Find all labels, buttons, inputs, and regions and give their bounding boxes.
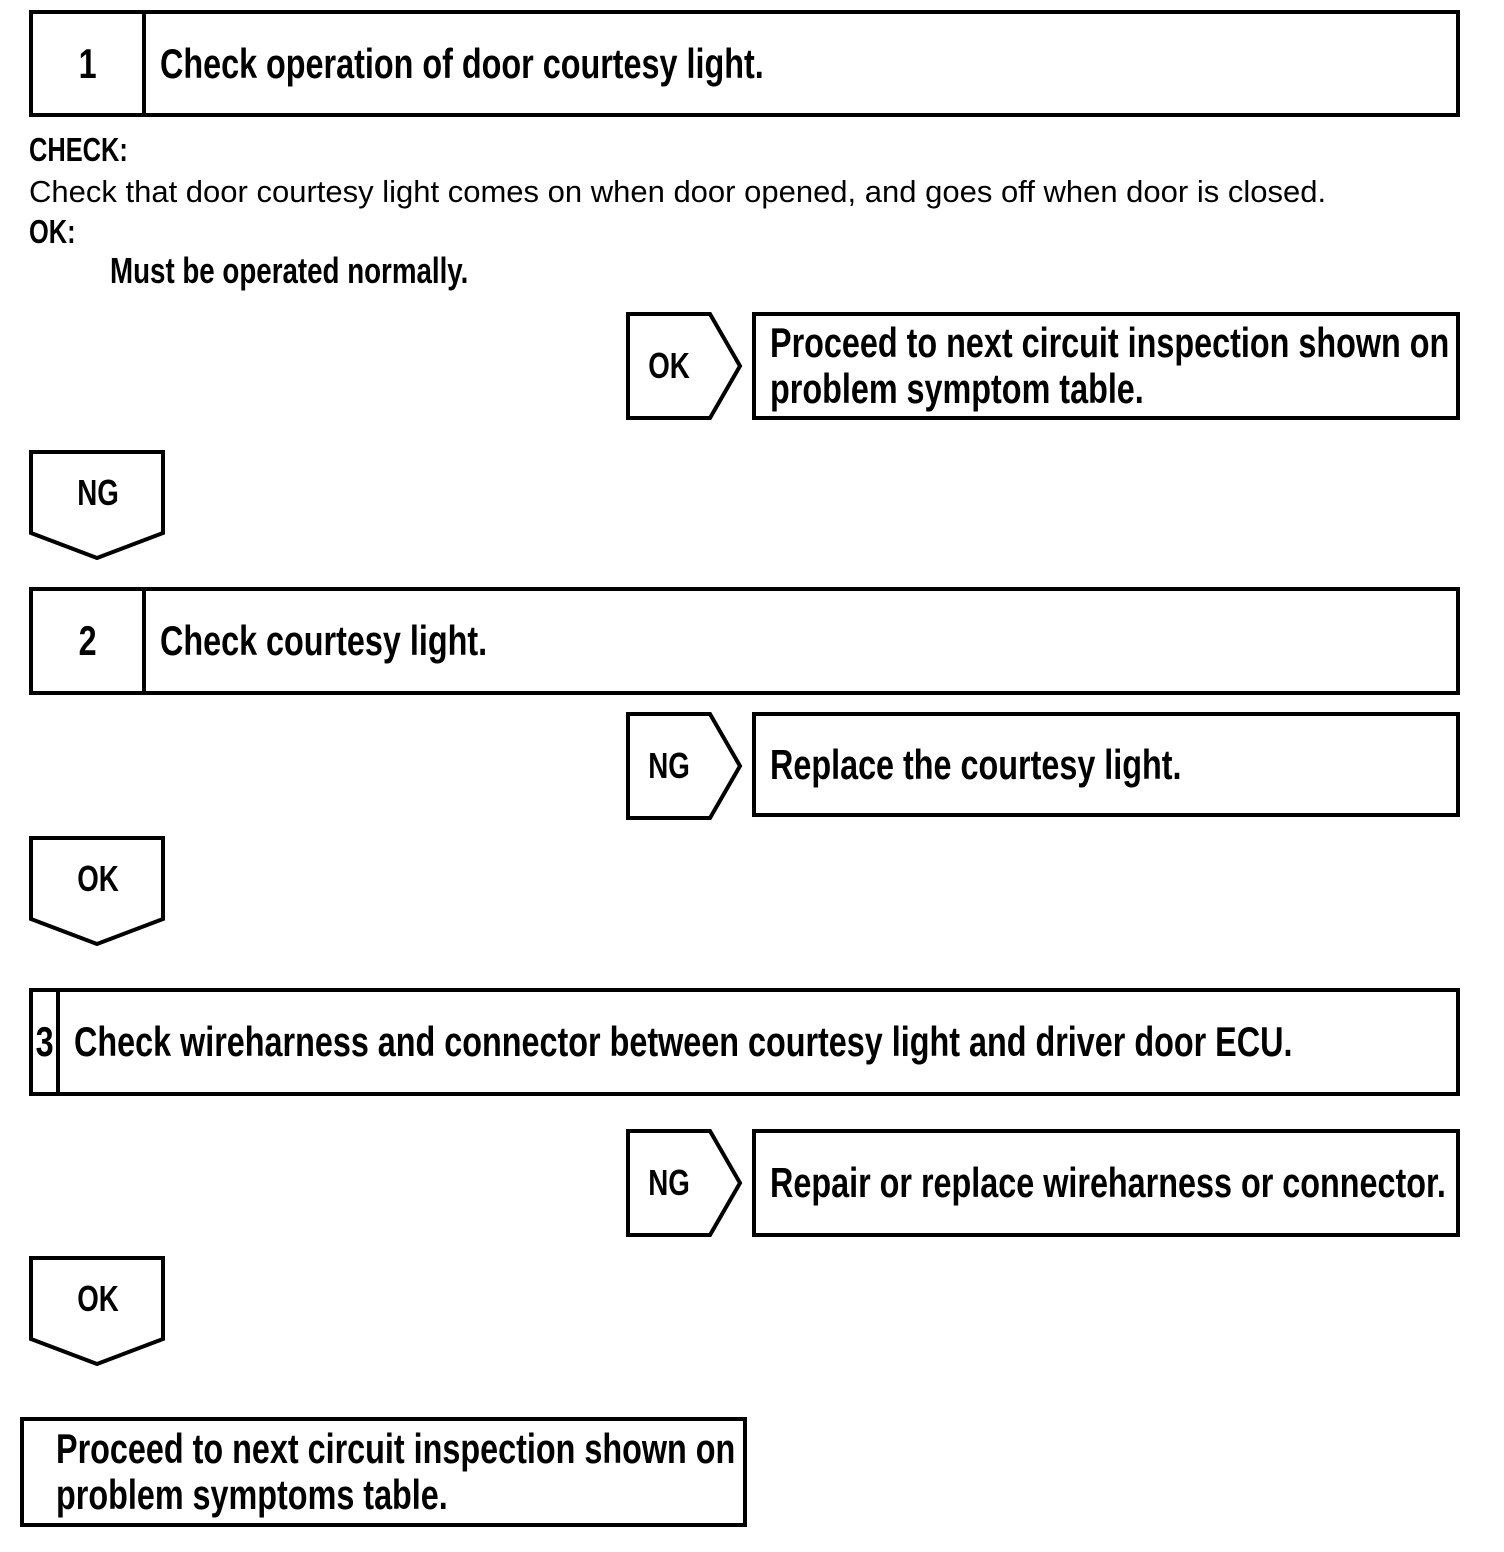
ng-connector-label: NG — [77, 471, 119, 513]
ok-connector-label: OK — [77, 1277, 119, 1319]
step-2-title: Check courtesy light. — [160, 617, 488, 664]
check-heading: CHECK: — [29, 131, 128, 168]
check-description: Check that door courtesy light comes on … — [29, 174, 1327, 209]
ok-connector-label: OK — [77, 857, 119, 899]
step-2-number: 2 — [33, 591, 146, 691]
step-3-box: 3 Check wireharness and connector betwee… — [29, 988, 1460, 1096]
pentagon-down-icon — [29, 836, 165, 946]
pentagon-right-icon — [626, 1129, 743, 1237]
step-1-box: 1 Check operation of door courtesy light… — [29, 10, 1460, 117]
pentagon-down-icon — [29, 450, 165, 560]
ng-connector-label: NG — [648, 1162, 690, 1203]
ok-connector-down-2: OK — [29, 1256, 167, 1366]
action-line: Repair or replace wireharness or connect… — [770, 1159, 1446, 1206]
ng-connector-label: NG — [648, 745, 690, 786]
action-line: Replace the courtesy light. — [770, 740, 1182, 788]
ok-connector-down-1: OK — [29, 836, 167, 946]
action-line: problem symptom table. — [770, 365, 1144, 412]
pentagon-right-icon — [626, 312, 743, 420]
action-box-proceed-1: Proceed to next circuit inspection shown… — [752, 312, 1460, 420]
step-3-number: 3 — [33, 992, 61, 1092]
action-box-replace-light: Replace the courtesy light. — [752, 712, 1460, 817]
ok-heading: OK: — [29, 213, 76, 250]
ok-connector-label: OK — [648, 345, 690, 386]
ng-connector-down-1: NG — [29, 450, 167, 560]
final-line: problem symptoms table. — [56, 1471, 448, 1518]
pentagon-down-icon — [29, 1256, 165, 1366]
action-box-repair-wireharness: Repair or replace wireharness or connect… — [752, 1129, 1460, 1237]
pentagon-right-icon — [626, 712, 743, 820]
ok-criteria: Must be operated normally. — [110, 250, 469, 291]
step-2-box: 2 Check courtesy light. — [29, 587, 1460, 695]
ng-connector-right-2: NG — [626, 1129, 744, 1237]
step-1-title: Check operation of door courtesy light. — [160, 39, 764, 87]
ng-connector-right-1: NG — [626, 712, 744, 820]
ok-connector-right-1: OK — [626, 312, 744, 420]
step-3-title: Check wireharness and connector between … — [74, 1018, 1293, 1065]
step-1-number: 1 — [33, 14, 146, 113]
action-line: Proceed to next circuit inspection shown… — [770, 319, 1450, 366]
final-result-box: Proceed to next circuit inspection shown… — [20, 1417, 747, 1527]
final-line: Proceed to next circuit inspection shown… — [56, 1425, 736, 1472]
